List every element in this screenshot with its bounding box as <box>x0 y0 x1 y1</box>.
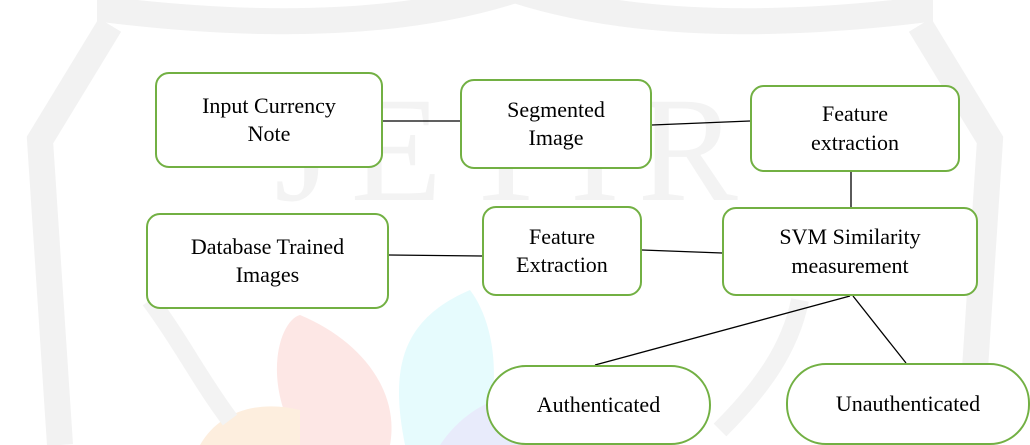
edge-feature-extraction-to-svm-2 <box>641 249 723 254</box>
watermark-petal-orange <box>200 406 300 445</box>
node-unauthenticated-label: Unauthenticated <box>835 390 981 416</box>
node-segmented-image: Segmented Image <box>460 79 652 169</box>
node-unauthenticated: Unauthenticated <box>786 363 1030 445</box>
node-feature-extraction-bottom-label: Feature Extraction <box>516 223 608 277</box>
node-segmented-image-label: Segmented Image <box>507 96 605 150</box>
edge-segmented-to-feature-extraction <box>651 120 751 126</box>
edge-database-to-feature-extraction <box>388 254 483 257</box>
watermark-shield <box>97 0 933 35</box>
node-feature-extraction-bottom: Feature Extraction <box>482 206 642 296</box>
watermark-laurel-left <box>142 294 238 426</box>
node-input-currency-note: Input Currency Note <box>155 72 383 168</box>
watermark-petal-red <box>276 315 392 445</box>
node-feature-extraction-top-label: Feature extraction <box>811 101 899 155</box>
node-input-currency-note-label: Input Currency Note <box>202 92 336 146</box>
node-authenticated: Authenticated <box>486 365 711 445</box>
node-database-trained-images-label: Database Trained Images <box>190 233 345 287</box>
watermark-laurel-right <box>713 298 809 437</box>
node-authenticated-label: Authenticated <box>536 391 661 417</box>
watermark-petal-cyan <box>398 290 494 445</box>
node-feature-extraction-top: Feature extraction <box>750 85 960 172</box>
node-svm-similarity: SVM Similarity measurement <box>722 207 978 296</box>
node-svm-similarity-label: SVM Similarity measurement <box>779 224 921 278</box>
node-database-trained-images: Database Trained Images <box>146 213 389 309</box>
edge-svm-to-unauthenticated <box>852 295 907 364</box>
edge-svm-to-authenticated <box>594 295 851 366</box>
